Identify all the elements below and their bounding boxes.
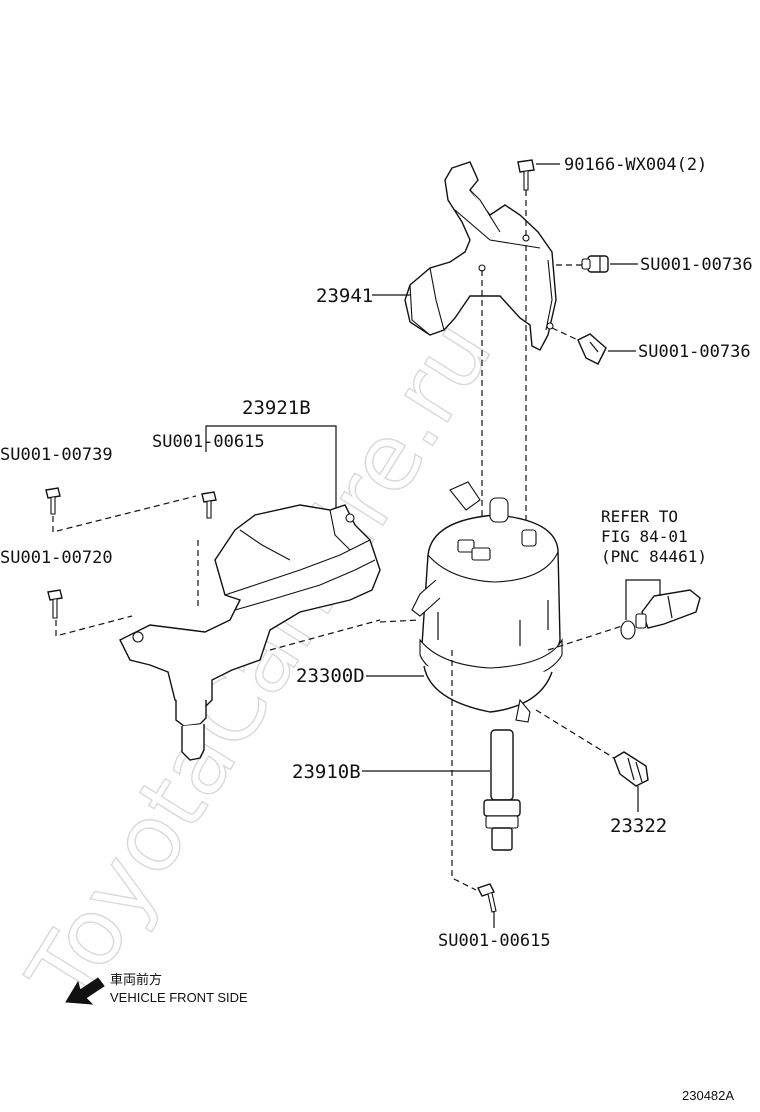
label-bolt-bracket: SU001-00615 <box>152 432 265 452</box>
label-23921b: 23921B <box>242 397 311 419</box>
bolt-left-upper-icon <box>45 487 61 515</box>
ref-line-1: REFER TO <box>601 507 678 526</box>
bracket-assy-23921b <box>119 504 381 761</box>
sensor-icon <box>620 589 701 640</box>
bolt-bracket-icon <box>201 491 217 519</box>
bolt-left-lower-icon <box>47 589 63 619</box>
vehicle-front-arrow-icon <box>65 977 105 1005</box>
fuel-filter-bracket <box>404 161 557 351</box>
label-clip-lower: SU001-00736 <box>638 342 751 362</box>
ref-line-2: FIG 84-01 <box>601 527 688 546</box>
orientation-english: VEHICLE FRONT SIDE <box>110 990 248 1005</box>
drain-plug-23910b <box>483 729 521 851</box>
clip-upper-icon <box>581 255 609 273</box>
clip-lower-icon <box>577 333 607 365</box>
label-clip-upper: SU001-00736 <box>640 255 753 275</box>
orientation-japanese: 車両前方 <box>110 972 162 987</box>
label-23322: 23322 <box>610 815 667 837</box>
label-23300d: 23300D <box>296 665 365 687</box>
label-23941: 23941 <box>316 285 373 307</box>
label-90166: 90166-WX004(2) <box>564 155 707 175</box>
label-23910b: 23910B <box>292 761 361 783</box>
label-screw-bottom: SU001-00615 <box>438 931 551 951</box>
figure-code: 230482A <box>682 1088 734 1103</box>
screw-90166-icon <box>517 159 535 191</box>
ref-line-3: (PNC 84461) <box>601 547 707 566</box>
fuel-filter-assy <box>411 481 563 723</box>
label-bolt-left-lower: SU001-00720 <box>0 548 113 568</box>
screw-bottom-icon <box>477 883 497 913</box>
label-bolt-left-upper: SU001-00739 <box>0 445 113 465</box>
plug-23322-icon <box>613 751 649 787</box>
